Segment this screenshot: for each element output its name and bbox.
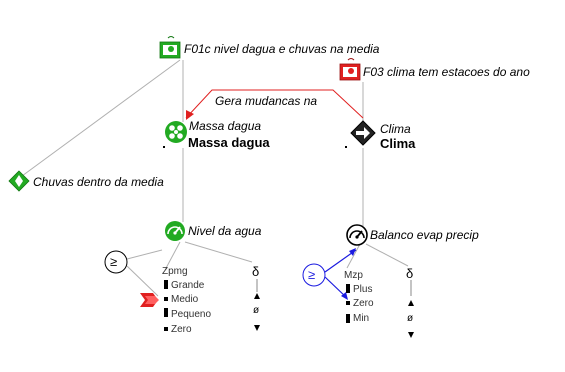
qs-bar [346, 284, 350, 293]
gauge-icon [346, 224, 368, 246]
relation-label[interactable]: Gera mudancas na [215, 94, 318, 108]
gauge-icon [165, 221, 185, 241]
derivative-arrows [254, 293, 260, 331]
zero-derivative-right: ø [407, 313, 414, 324]
right-quantity-space-name: Mzp [344, 270, 363, 281]
f03-label[interactable]: F03 clima tem estacoes do ano [363, 65, 530, 79]
qs-bar [164, 308, 168, 317]
left-qs-value[interactable]: Grande [171, 280, 205, 291]
qs-dot [346, 301, 350, 305]
left-qs-value[interactable]: Pequeno [171, 309, 212, 320]
qs-dot [164, 327, 168, 331]
blue-arrowhead-1 [349, 248, 356, 256]
qs-dot [164, 297, 168, 301]
blue-arrowhead-2 [341, 292, 348, 300]
molecule-icon [165, 121, 187, 143]
connector-geq-left [126, 249, 163, 260]
geq-circle-right[interactable] [302, 263, 326, 287]
delta-symbol-right: δ [406, 266, 414, 281]
scenario-icon [159, 36, 181, 59]
nivel-label[interactable]: Nivel da agua [188, 224, 262, 238]
f01c-label[interactable]: F01c nivel dagua e chuvas na media [184, 42, 380, 56]
left-qs-value[interactable]: Medio [171, 294, 199, 305]
relation-arrowhead [186, 110, 194, 120]
diamond-arrow-icon [8, 170, 30, 192]
scenario-icon [339, 58, 361, 81]
derivative-arrows [408, 300, 414, 338]
qs-bar [164, 280, 168, 289]
right-qs-value[interactable]: Plus [353, 284, 373, 295]
zero-derivative-left: ø [253, 305, 260, 316]
connector-geq-left-2 [126, 265, 159, 297]
geq-symbol-left: ≥ [110, 254, 118, 269]
connector-balanco-mzp [346, 243, 361, 269]
left-qs-value[interactable]: Zero [171, 324, 192, 335]
node-marker [345, 146, 347, 148]
node-marker [163, 146, 165, 148]
geq-circle-left[interactable] [104, 250, 128, 274]
arrow-diamond-icon [350, 120, 376, 146]
massa-label[interactable]: Massa dagua [189, 119, 262, 133]
massa-title: Massa dagua [188, 135, 270, 150]
left-quantity-space-name: Zpmg [162, 266, 188, 277]
connector-balanco-delta [365, 243, 409, 267]
clima-label[interactable]: Clima [380, 122, 411, 136]
connector-f01c-chuvas [21, 59, 181, 177]
connector-nivel-zpmg [164, 241, 181, 271]
balanco-label[interactable]: Balanco evap precip [370, 228, 479, 242]
connector-nivel-delta [184, 241, 253, 263]
right-qs-value[interactable]: Min [353, 313, 370, 324]
relation-arrow[interactable] [185, 89, 364, 119]
clima-title: Clima [380, 136, 416, 151]
right-qs-value[interactable]: Zero [353, 298, 374, 309]
value-pointer-icon [140, 293, 159, 307]
chuvas-label[interactable]: Chuvas dentro da media [33, 175, 164, 189]
qs-bar [346, 314, 350, 323]
geq-symbol-right: ≥ [308, 267, 316, 282]
blue-link-1 [324, 249, 357, 273]
delta-symbol-left: δ [252, 264, 260, 279]
